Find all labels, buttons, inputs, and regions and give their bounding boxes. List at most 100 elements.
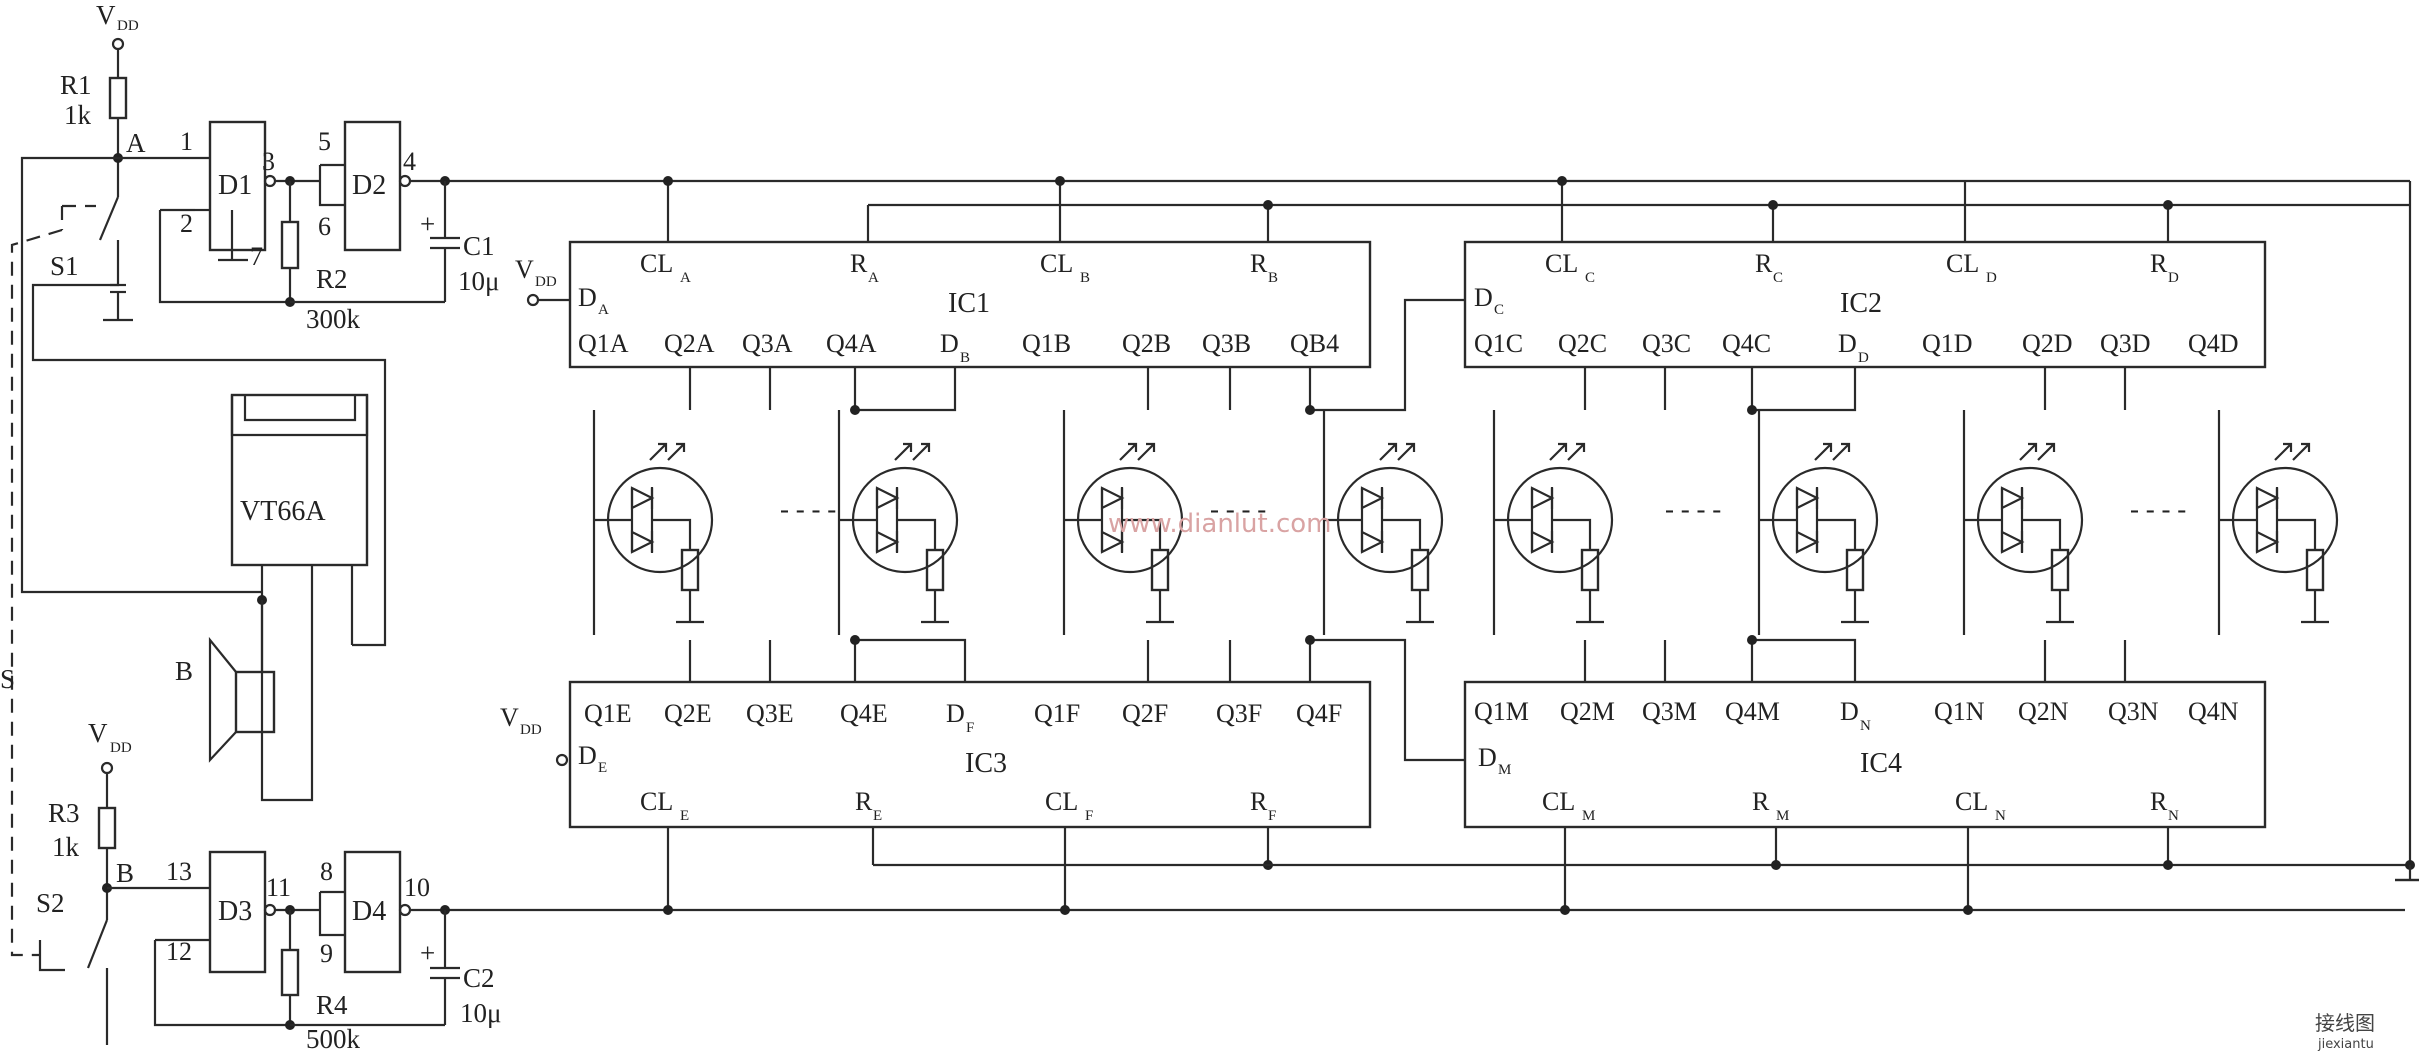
- ic2-pin-q1d: Q1D: [1922, 329, 1973, 358]
- ic3-pin-q2f: Q2F: [1122, 699, 1168, 728]
- svg-text:M: M: [1776, 808, 1789, 824]
- ic3-pin-q1e: Q1E: [584, 699, 632, 728]
- s1-label: S1: [50, 251, 79, 281]
- ic3-pin-q4e: Q4E: [840, 699, 888, 728]
- svg-text:N: N: [1995, 808, 2006, 824]
- led-group-2: [837, 410, 959, 635]
- ic4: IC4 D M Q1M Q2M Q3M Q4M D N Q1N Q2N Q3N …: [1463, 680, 2267, 915]
- pin-10: 10: [404, 873, 430, 902]
- speaker-label: B: [175, 656, 193, 686]
- svg-text:C: C: [1494, 302, 1504, 318]
- led-group-7: [1962, 410, 2084, 635]
- led-resistor: [1580, 548, 1600, 592]
- svg-text:A: A: [598, 302, 609, 318]
- gate-d3-label: D3: [218, 896, 252, 927]
- ic1-name: IC1: [948, 288, 990, 319]
- ic2-pin-q1c: Q1C: [1474, 329, 1523, 358]
- ic2-pin-rd: R: [2150, 249, 2168, 278]
- ic1-body: [568, 240, 1372, 369]
- ic4-pin-q2m: Q2M: [1560, 697, 1615, 726]
- ic3-pin-q3f: Q3F: [1216, 699, 1262, 728]
- led-resistor: [925, 548, 945, 592]
- s2-label: S2: [36, 888, 65, 918]
- ic3-pin-rf: R: [1250, 787, 1268, 816]
- vdd-label-b: V: [88, 718, 108, 748]
- ic3-pin-cle: CL: [640, 787, 673, 816]
- svg-text:F: F: [1268, 808, 1276, 824]
- ic2-pin-q4c: Q4C: [1722, 329, 1771, 358]
- pin-1: 1: [180, 127, 193, 156]
- c2-value: 10μ: [460, 998, 501, 1028]
- ellipsis-3: - - - -: [1665, 494, 1721, 524]
- gate-d2: [343, 120, 402, 252]
- ellipsis-4: - - - -: [2130, 494, 2186, 524]
- ic4-pin-dn: D: [1840, 697, 1859, 726]
- pin-5: 5: [318, 127, 331, 156]
- ic2-pin-rc: R: [1755, 249, 1773, 278]
- ic1-pin-rb: R: [1250, 249, 1268, 278]
- ic4-pin-q3m: Q3M: [1642, 697, 1697, 726]
- ic3: IC3 V DD D E Q1E Q2E Q3E Q4E D F Q1F Q2F…: [500, 680, 2410, 915]
- switch-link-dashed: [10, 228, 63, 957]
- svg-text:D: D: [2168, 270, 2179, 286]
- svg-text:DD: DD: [535, 274, 557, 290]
- led-resistor: [2305, 548, 2325, 592]
- right-bus: [2380, 181, 2419, 912]
- ic4-pin-rm: R: [1752, 787, 1770, 816]
- ic1-pin-db: D: [940, 329, 959, 358]
- corner-logo-top: 接线图: [2315, 1011, 2375, 1035]
- c1-label: C1: [463, 231, 495, 261]
- pin-13: 13: [166, 857, 192, 886]
- svg-text:V: V: [515, 255, 534, 284]
- ic2-pin-q2d: Q2D: [2022, 329, 2073, 358]
- svg-text:F: F: [966, 720, 974, 736]
- ic1-pin-q2b: Q2B: [1122, 329, 1171, 358]
- ic4-pin-q1n: Q1N: [1934, 697, 1985, 726]
- ic3-pin-q2e: Q2E: [664, 699, 712, 728]
- pin-3: 3: [262, 147, 275, 176]
- resistor-r3: [97, 806, 117, 850]
- svg-text:B: B: [960, 350, 970, 366]
- ic4-pin-q2n: Q2N: [2018, 697, 2069, 726]
- ic2-body: [1463, 240, 2267, 369]
- vdd-label-top: V: [96, 0, 116, 30]
- svg-text:M: M: [1498, 762, 1511, 778]
- led-group-5: [1492, 410, 1614, 635]
- ic2: IC2 D C CL C R C CL D R D Q1C Q2C Q3C Q4…: [1463, 176, 2267, 369]
- pin-8: 8: [320, 857, 333, 886]
- music-chip-vt66a: [230, 393, 369, 567]
- svg-text:C: C: [1585, 270, 1595, 286]
- led-array: [592, 410, 2339, 635]
- pin-9: 9: [320, 939, 333, 968]
- ic4-pin-rn: R: [2150, 787, 2168, 816]
- ic4-pin-q4n: Q4N: [2188, 697, 2239, 726]
- speaker-cone: [208, 636, 237, 763]
- ic1-pin-q1b: Q1B: [1022, 329, 1071, 358]
- pin-12: 12: [166, 937, 192, 966]
- ic1-pin-cla: CL: [640, 249, 673, 278]
- ic1-pin-q3b: Q3B: [1202, 329, 1251, 358]
- r3-value: 1k: [52, 832, 80, 862]
- svg-text:N: N: [1860, 718, 1871, 734]
- vdd-sub-b: DD: [110, 740, 132, 756]
- led-resistor: [1845, 548, 1865, 592]
- ic4-pin-q4m: Q4M: [1725, 697, 1780, 726]
- pin-6: 6: [318, 212, 331, 241]
- ic2-data-in: D: [1474, 283, 1493, 312]
- ic1-data-in: D: [578, 283, 597, 312]
- svg-text:DD: DD: [520, 722, 542, 738]
- r2-label: R2: [316, 264, 348, 294]
- top-input-section: V DD R1 1k A S1 D1 1 2 3 7: [20, 0, 2410, 647]
- ic1-pin-q3a: Q3A: [742, 329, 793, 358]
- svg-text:E: E: [598, 760, 607, 776]
- led-group-3: [1062, 410, 1184, 635]
- pin-2: 2: [180, 209, 193, 238]
- gate-d2-label: D2: [352, 170, 386, 201]
- gate-d1: [208, 120, 267, 252]
- resistor-r2: [280, 220, 300, 270]
- c1-value: 10μ: [458, 266, 499, 296]
- ic2-pin-cld: CL: [1946, 249, 1979, 278]
- r4-label: R4: [316, 990, 348, 1020]
- bottom-input-section: V DD R3 1k B S2 D3 13 12 11 D4 8 9 10: [36, 718, 2380, 1054]
